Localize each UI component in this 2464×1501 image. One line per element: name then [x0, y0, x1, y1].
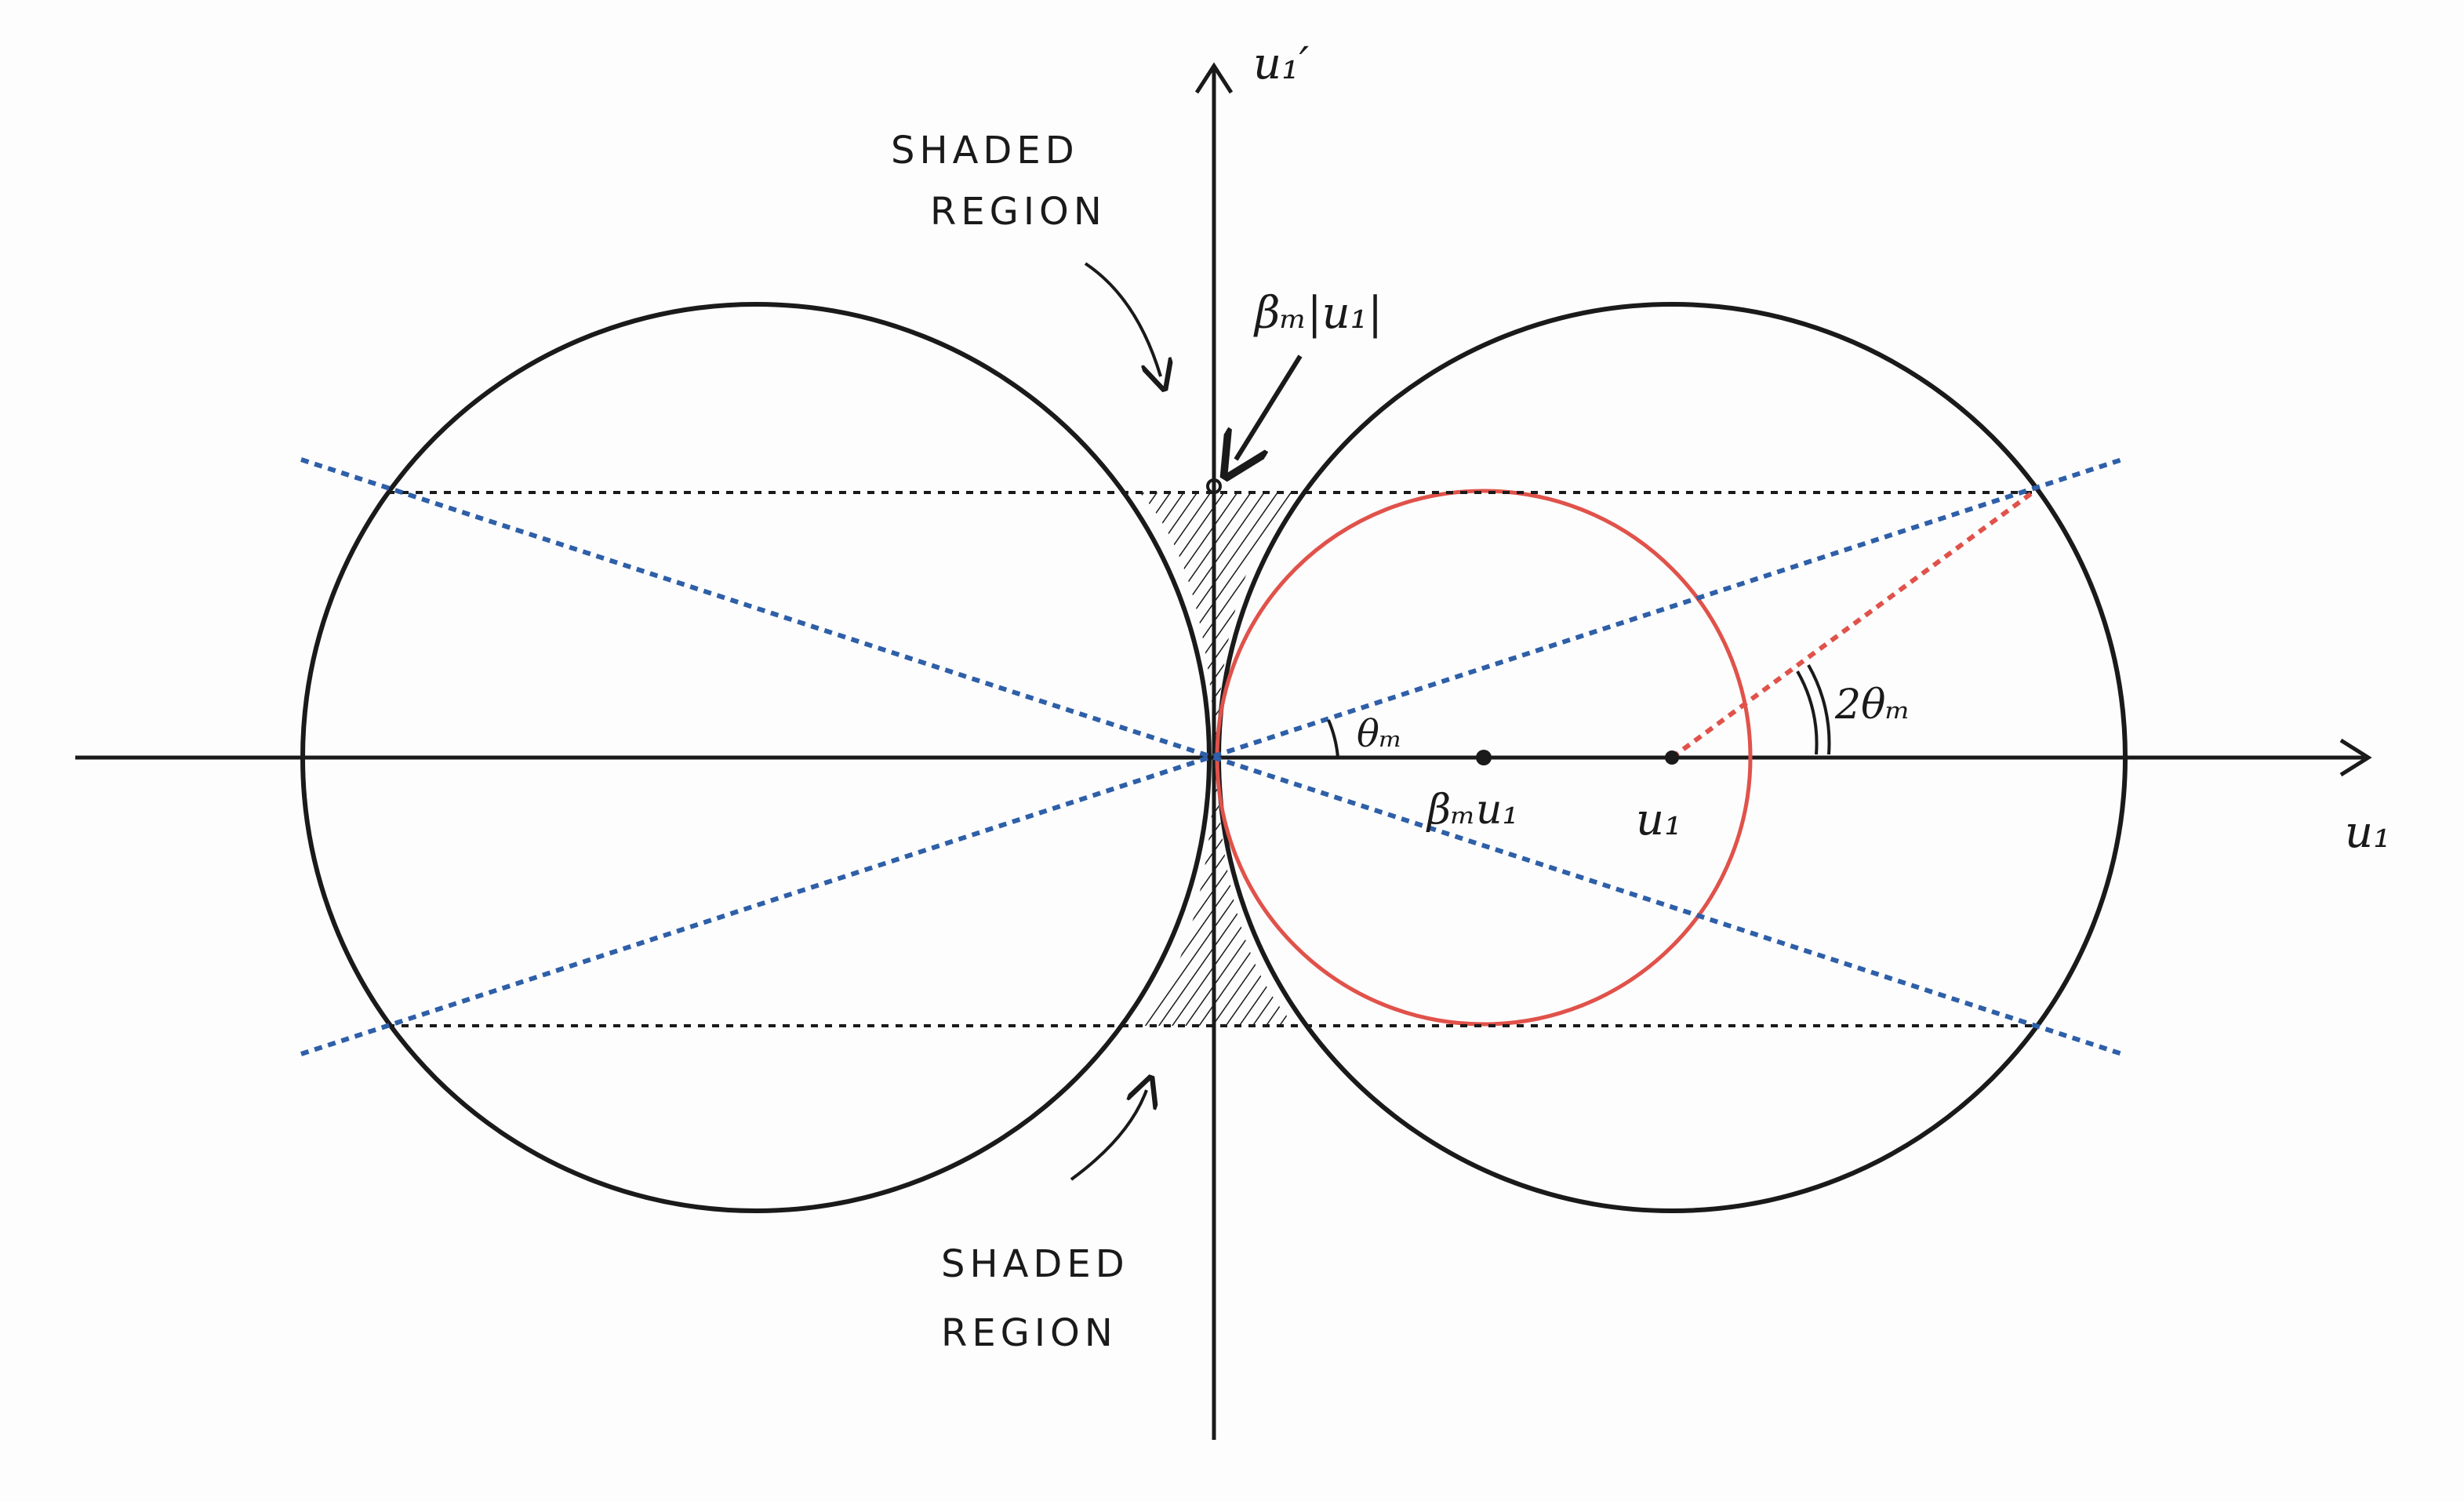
arrow-top-marker	[1236, 354, 1303, 460]
left-circle	[300, 302, 1212, 1213]
label-angle-small: θₘ	[1357, 712, 1402, 756]
shaded-region-top	[1139, 492, 1296, 758]
label-shaded-top-1: SHADED	[891, 129, 1079, 173]
label-x-axis: u₁	[2345, 807, 2391, 858]
label-center-small: βₘu₁	[1426, 787, 1518, 834]
label-shaded-top-2: REGION	[930, 190, 1107, 234]
blue-dotted-line-descending	[300, 457, 2123, 1056]
angle-arc-big-1	[1796, 671, 1819, 755]
label-shaded-bottom-1: SHADED	[941, 1242, 1129, 1286]
point-center-big	[1665, 750, 1679, 765]
shaded-region-bottom	[1139, 758, 1296, 1026]
label-y-axis: u₁′	[1253, 38, 1310, 89]
x-axis-arrowhead	[2339, 738, 2372, 777]
angle-arc-big-2	[1807, 664, 1831, 755]
label-angle-big: 2θₘ	[1834, 681, 1910, 729]
blue-dotted-line-ascending	[300, 457, 2123, 1056]
label-shaded-bottom-2: REGION	[941, 1311, 1118, 1355]
label-center-big: u₁	[1636, 794, 1682, 845]
point-center-small	[1476, 750, 1492, 765]
label-top-marker: βₘ|u₁|	[1253, 288, 1383, 339]
red-dotted-radius	[1670, 490, 2034, 760]
angle-arc-small	[1327, 719, 1339, 758]
arrow-shaded-top	[1084, 262, 1161, 376]
y-axis-arrowhead	[1194, 62, 1234, 94]
arrow-shaded-bottom	[1070, 1090, 1147, 1181]
